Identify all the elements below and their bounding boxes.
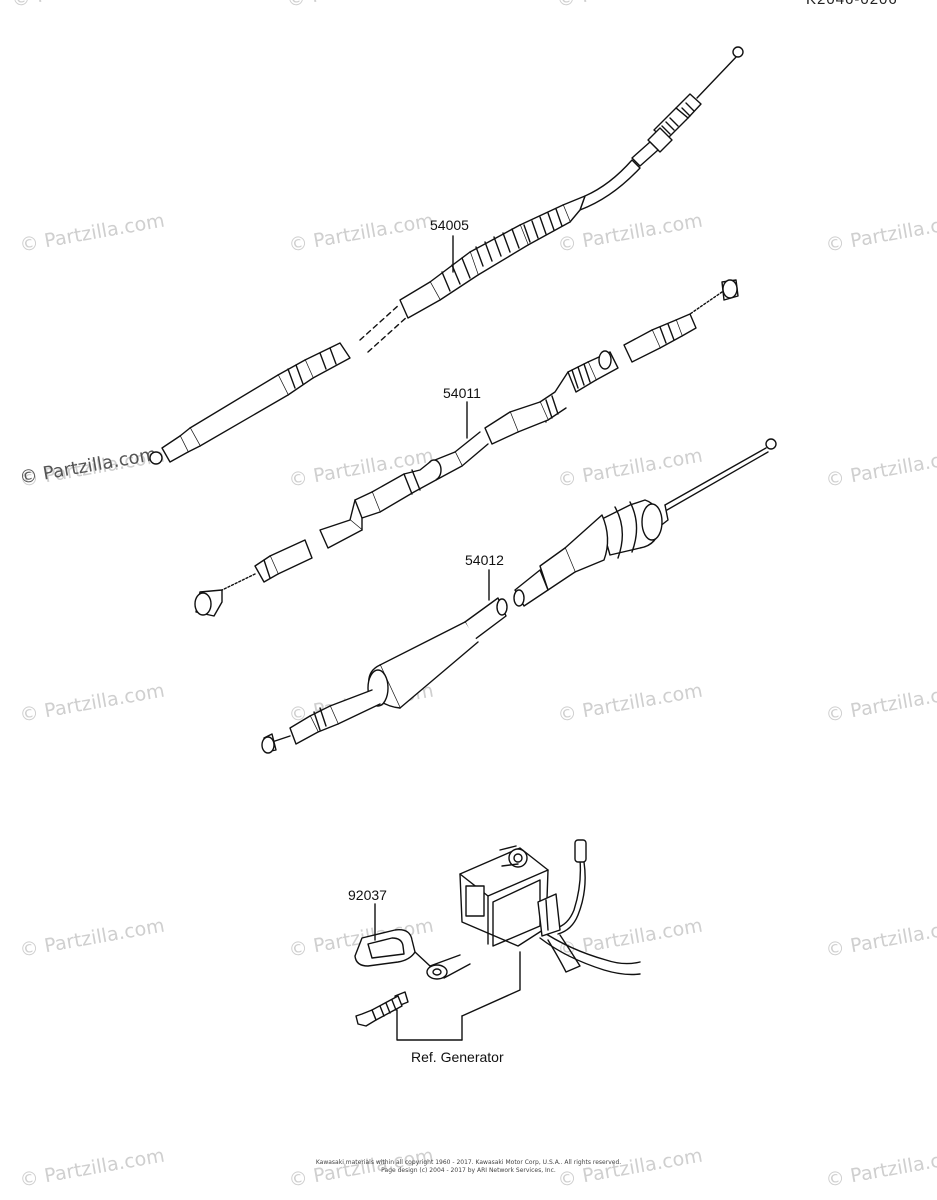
ref-generator-label: Ref. Generator bbox=[411, 1049, 504, 1065]
part-number-54012[interactable]: 54012 bbox=[465, 552, 504, 568]
cable-54011[interactable] bbox=[194, 279, 739, 617]
cable-54012[interactable] bbox=[261, 438, 777, 754]
diagram-code: K2046-0206 bbox=[806, 0, 898, 8]
part-number-54011[interactable]: 54011 bbox=[443, 385, 481, 401]
part-number-54005[interactable]: 54005 bbox=[430, 217, 469, 233]
cable-54005[interactable] bbox=[149, 46, 744, 465]
page-design-line: Page design (c) 2004 - 2017 by ARI Netwo… bbox=[381, 1167, 556, 1174]
copyright-line: Kawasaki materials within all copyright … bbox=[315, 1159, 622, 1166]
generator-assembly[interactable] bbox=[354, 839, 641, 1041]
part-number-92037[interactable]: 92037 bbox=[348, 887, 387, 903]
